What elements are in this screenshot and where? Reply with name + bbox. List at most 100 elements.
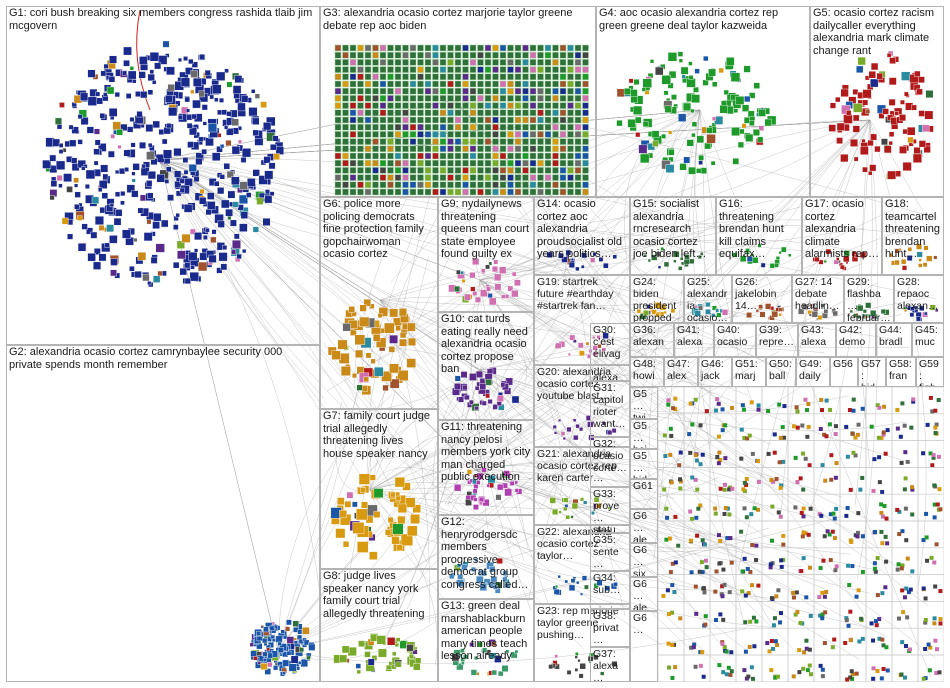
group-box-small-h[interactable]: G6…	[630, 611, 658, 682]
node	[926, 642, 931, 647]
group-box-g11[interactable]: G11: threatening nancy pelosi members yo…	[438, 420, 534, 515]
node	[563, 497, 569, 503]
group-box-g18[interactable]: G18: teamcartel threatening brendan hunt…	[882, 197, 944, 275]
group-box-g24[interactable]: G24: biden president propped run…	[630, 275, 684, 323]
group-box-g34[interactable]: G34: sub…	[590, 571, 630, 609]
group-box-g36[interactable]: G36: alexan…	[630, 323, 674, 357]
group-label-small-c: G5… bid…	[633, 450, 648, 478]
group-box-g44[interactable]: G44: bradl…	[876, 323, 912, 357]
node	[869, 621, 874, 626]
group-box-g8[interactable]: G8: judge lives speaker nancy york famil…	[320, 569, 438, 682]
group-box-g9[interactable]: G9: nydailynews threatening queens man c…	[438, 197, 534, 312]
group-box-g45[interactable]: G45: muc…	[912, 323, 944, 357]
group-box-g51[interactable]: G51: marj…	[732, 357, 766, 387]
group-box-small-c[interactable]: G5… bid…	[630, 449, 658, 479]
node	[402, 167, 409, 174]
group-box-g15[interactable]: G15: socialist alexandria rncresearch oc…	[630, 197, 716, 275]
group-box-g5[interactable]: G5: ocasio cortez racism dailycaller eve…	[810, 6, 944, 197]
group-box-g20[interactable]: G20: alexandria ocasio cortez youtube bl…	[534, 365, 630, 447]
group-box-g21[interactable]: G21: alexandria ocasio cortez rep karen …	[534, 447, 630, 525]
node	[843, 114, 853, 124]
group-box-g39[interactable]: G39: repre…	[756, 323, 798, 357]
group-box-g40[interactable]: G40: ocasio…	[714, 323, 756, 357]
group-box-g26[interactable]: G26: jakelobin 14…	[732, 275, 792, 323]
node	[932, 515, 937, 520]
group-box-small-g[interactable]: G6… ale…	[630, 577, 658, 611]
group-box-g43[interactable]: G43: alexa…	[798, 323, 836, 357]
node	[424, 181, 432, 189]
node	[198, 197, 207, 205]
node	[879, 676, 884, 681]
node	[364, 73, 372, 81]
node	[454, 95, 462, 102]
node	[174, 170, 182, 178]
group-box-g29[interactable]: G29: flashba… februar…	[844, 275, 894, 323]
node	[379, 174, 387, 181]
node	[737, 141, 744, 148]
group-box-g4[interactable]: G4: aoc ocasio alexandria cortez rep gre…	[596, 6, 810, 197]
group-box-g42[interactable]: G42: demo…	[836, 323, 876, 357]
group-box-g12[interactable]: G12: henryrodgersdc members progressive …	[438, 515, 534, 599]
group-box-g25[interactable]: G25: alexandria ocasio…	[684, 275, 732, 323]
group-box-g14[interactable]: G14: ocasio cortez aoc alexandria prouds…	[534, 197, 630, 275]
group-box-g2[interactable]: G2: alexandria ocasio cortez camrynbayle…	[6, 345, 320, 682]
group-box-small-d[interactable]: G61	[630, 479, 658, 509]
node	[147, 171, 156, 180]
group-box-g30[interactable]: G30: c'est élivag… alexa…	[590, 323, 630, 381]
group-box-g16[interactable]: G16: threatening brendan hunt kill claim…	[716, 197, 802, 275]
group-box-g38[interactable]: G38: privat…	[590, 609, 630, 647]
group-box-g6[interactable]: G6: police more policing democrats fine …	[320, 197, 438, 409]
group-box-g10[interactable]: G10: cat turds eating really need alexan…	[438, 312, 534, 420]
group-box-g59[interactable]: G59: figh…	[916, 357, 944, 387]
group-box-g27[interactable]: G27: 14 debate headlin…	[792, 275, 844, 323]
group-box-g7[interactable]: G7: family court judge trial allegedly t…	[320, 409, 438, 569]
node	[746, 312, 753, 318]
node	[907, 647, 912, 652]
group-box-small-a[interactable]: G5… twi…	[630, 387, 658, 419]
node	[574, 159, 582, 167]
group-box-g17[interactable]: G17: ocasio cortez alexandria climate al…	[802, 197, 882, 275]
group-box-g48[interactable]: G48: howi…	[630, 357, 664, 387]
node	[484, 116, 492, 124]
group-box-g49[interactable]: G49: daily…	[796, 357, 830, 387]
node	[492, 66, 499, 73]
node	[349, 145, 357, 153]
group-g18-nodes	[889, 243, 938, 271]
node	[635, 132, 641, 138]
node	[743, 593, 748, 598]
group-box-g35[interactable]: G35: sente…	[590, 533, 630, 571]
group-box-g32[interactable]: G32: ocasio corte…	[590, 437, 630, 487]
node	[768, 565, 773, 570]
group-box-small-b[interactable]: G5… bei…	[630, 419, 658, 449]
group-box-g3[interactable]: G3: alexandria ocasio cortez marjorie ta…	[320, 6, 596, 197]
group-label-g26: G26: jakelobin 14…	[735, 276, 777, 312]
node	[474, 405, 479, 411]
node	[647, 258, 651, 263]
node	[592, 252, 597, 257]
group-box-g31[interactable]: G31: capitol rioter want…	[590, 381, 630, 437]
group-box-g1[interactable]: G1: cori bush breaking six members congr…	[6, 6, 320, 345]
node	[417, 102, 424, 109]
node	[157, 270, 163, 277]
group-box-g41[interactable]: G41: alexa…	[674, 323, 714, 357]
group-box-g57[interactable]: G57: bid…	[858, 357, 886, 387]
group-box-g58[interactable]: G58: fran…	[886, 357, 916, 387]
node	[854, 671, 859, 676]
group-box-small-e[interactable]: G6… ale…	[630, 509, 658, 543]
node	[910, 306, 915, 311]
group-box-g28[interactable]: G28: repaoc alexan…	[894, 275, 944, 323]
group-label-g47: G47: alex…	[667, 358, 690, 386]
node	[424, 188, 432, 196]
group-box-g47[interactable]: G47: alex…	[664, 357, 698, 387]
node	[886, 53, 892, 58]
group-box-g37[interactable]: G37: alexa…	[590, 647, 630, 682]
node	[574, 44, 582, 52]
node	[479, 583, 488, 591]
group-box-g19[interactable]: G19: startrek future #earthday #startrek…	[534, 275, 630, 365]
group-box-g33[interactable]: G33: proye… statu…	[590, 487, 630, 533]
group-box-g50[interactable]: G50: ball…	[766, 357, 796, 387]
group-box-g46[interactable]: G46: jack…	[698, 357, 732, 387]
group-box-small-f[interactable]: G6… six…	[630, 543, 658, 577]
group-box-g13[interactable]: G13: green deal marshablackburn american…	[438, 599, 534, 682]
group-box-g56[interactable]: G56	[830, 357, 858, 387]
